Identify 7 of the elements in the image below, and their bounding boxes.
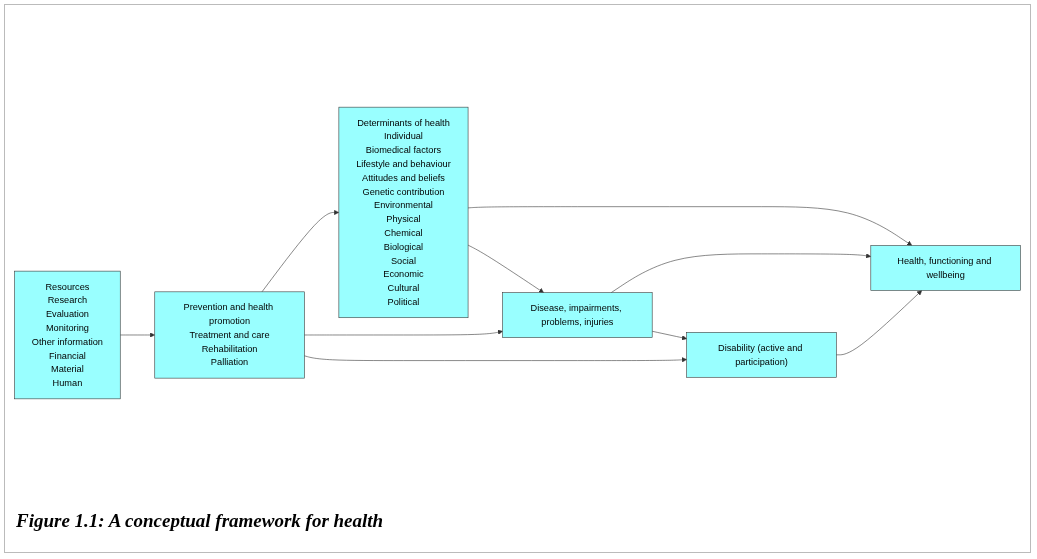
figure-caption: Figure 1.1: A conceptual framework for health (16, 510, 384, 532)
node-box: Prevention and health promotion Treatment and care Rehabilitation Palliation (154, 291, 305, 379)
node-box: Disease, impairments, problems, injuries (502, 292, 653, 338)
node-box: Disability (active and participation) (686, 332, 837, 378)
node-box: Resources Research Evaluation Monitoring Other information Financial Material Human (14, 270, 121, 400)
node-box: Health, functioning and wellbeing (870, 245, 1021, 291)
node-box: Determinants of health Individual Biomedical factors Lifestyle and behaviour Attitudes and beliefs Genetic contribution Environmental Physical Chemical Biological Social Economic Cultural Political (338, 106, 469, 319)
